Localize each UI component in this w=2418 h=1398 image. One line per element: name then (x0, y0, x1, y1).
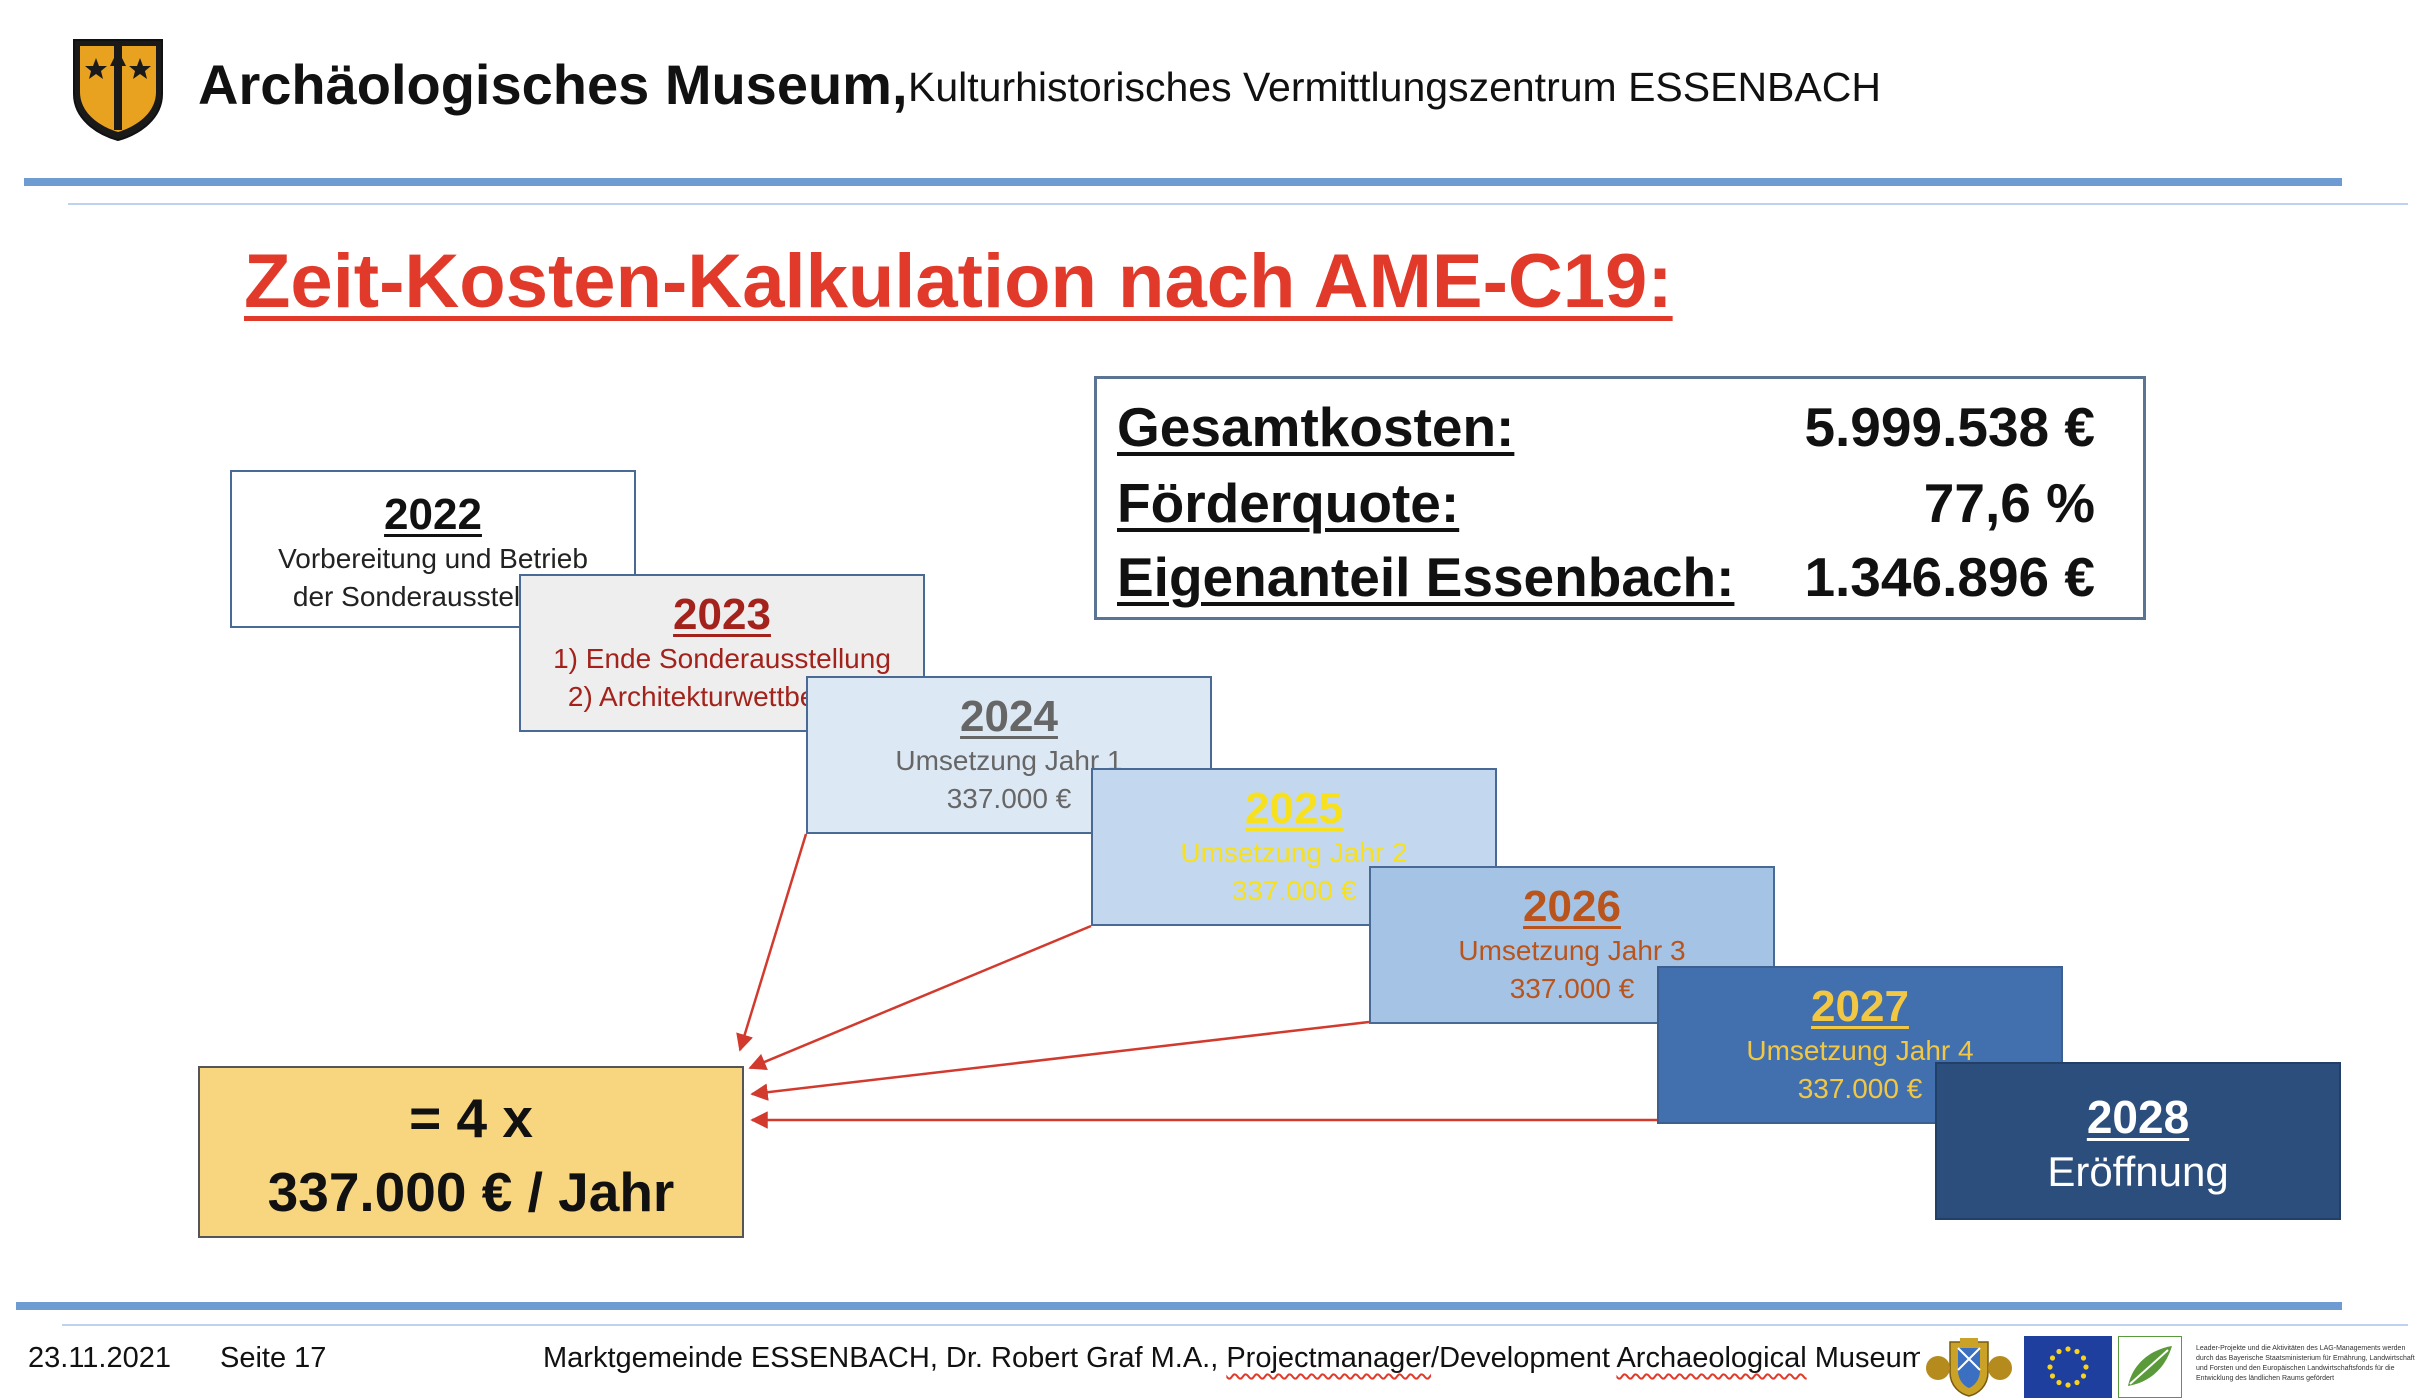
timeline-year: 2024 (960, 692, 1058, 741)
timeline-line: Vorbereitung und Betrieb (278, 543, 588, 574)
arrow-2026 (750, 1020, 1370, 1101)
timeline-line: 337.000 € (1231, 875, 1357, 906)
arrow-2024 (736, 833, 808, 1052)
summary-value: 1.346.896 € (1804, 546, 2095, 608)
footer-page-number: Seite 17 (220, 1342, 327, 1374)
arrow-2025 (748, 924, 1092, 1071)
summary-row-funding-rate: Förderquote: 77,6 % (1117, 471, 2095, 541)
timeline-box-2028: 2028 Eröffnung (1935, 1062, 2341, 1220)
summary-label: Förderquote: (1117, 472, 1460, 534)
cost-summary-box: Gesamtkosten: 5.999.538 € Förderquote: 7… (1094, 376, 2146, 620)
timeline-year: 2022 (384, 490, 482, 539)
header-divider-thick (24, 178, 2342, 186)
timeline-line: Umsetzung Jahr 1 (895, 745, 1123, 776)
timeline-year: 2025 (1245, 784, 1343, 833)
footer-credit: Marktgemeinde ESSENBACH, Dr. Robert Graf… (543, 1342, 1926, 1375)
summary-value: 77,6 % (1923, 472, 2095, 534)
header-divider-thin (68, 203, 2408, 205)
footer-date: 23.11.2021 (28, 1342, 171, 1374)
timeline-year: 2027 (1811, 982, 1909, 1031)
timeline-year: 2023 (673, 590, 771, 639)
timeline-line: 337.000 € (1509, 973, 1635, 1004)
summary-label: Gesamtkosten: (1117, 396, 1515, 458)
footer-divider-thick (16, 1302, 2342, 1310)
footer-credit-mid: /Development (1431, 1342, 1617, 1374)
slide-title: Zeit-Kosten-Kalkulation nach AME-C19: (244, 239, 1673, 324)
eu-flag-icon (2024, 1336, 2112, 1398)
footer-credit-word: Archaeological (1616, 1342, 1807, 1374)
timeline-line: 337.000 € (946, 783, 1072, 814)
timeline-year: 2028 (2086, 1091, 2190, 1143)
leader-logo-icon (2118, 1336, 2182, 1398)
timeline-line: 1) Ende Sonderausstellung (553, 643, 891, 674)
footer-credit-role: Projectmanager (1226, 1342, 1432, 1374)
coat-of-arms-icon (73, 39, 163, 142)
footer-credit-prefix: Marktgemeinde ESSENBACH, Dr. Robert Graf… (543, 1342, 1227, 1374)
timeline-box-2024: 2024 Umsetzung Jahr 1 337.000 € (806, 676, 1212, 834)
timeline-line: Umsetzung Jahr 2 (1180, 837, 1408, 868)
timeline-line: Umsetzung Jahr 3 (1458, 935, 1686, 966)
header-title: Archäologisches Museum, (198, 53, 908, 116)
result-multiplier: = 4 x (409, 1087, 533, 1149)
timeline-line: 337.000 € (1797, 1073, 1923, 1104)
footer-credit-suffix: Museum (1806, 1342, 1926, 1374)
timeline-year: 2026 (1523, 882, 1621, 931)
timeline-line: Umsetzung Jahr 4 (1746, 1035, 1974, 1066)
timeline-line: Eröffnung (2047, 1148, 2229, 1195)
header-subtitle: Kulturhistorisches Vermittlungszentrum E… (908, 64, 1881, 110)
funding-fine-print: Leader-Projekte und die Aktivitäten des … (2196, 1345, 2415, 1382)
summary-row-own-share: Eigenanteil Essenbach: 1.346.896 € (1117, 545, 2095, 615)
result-annual-amount: 337.000 € / Jahr (267, 1161, 675, 1223)
bavaria-coat-of-arms-icon (1920, 1336, 2018, 1398)
footer-divider-thin (62, 1324, 2408, 1326)
summary-value: 5.999.538 € (1804, 396, 2095, 458)
summary-row-total: Gesamtkosten: 5.999.538 € (1117, 395, 2095, 465)
annual-cost-result-box: = 4 x 337.000 € / Jahr (198, 1066, 744, 1238)
summary-label: Eigenanteil Essenbach: (1117, 546, 1735, 608)
